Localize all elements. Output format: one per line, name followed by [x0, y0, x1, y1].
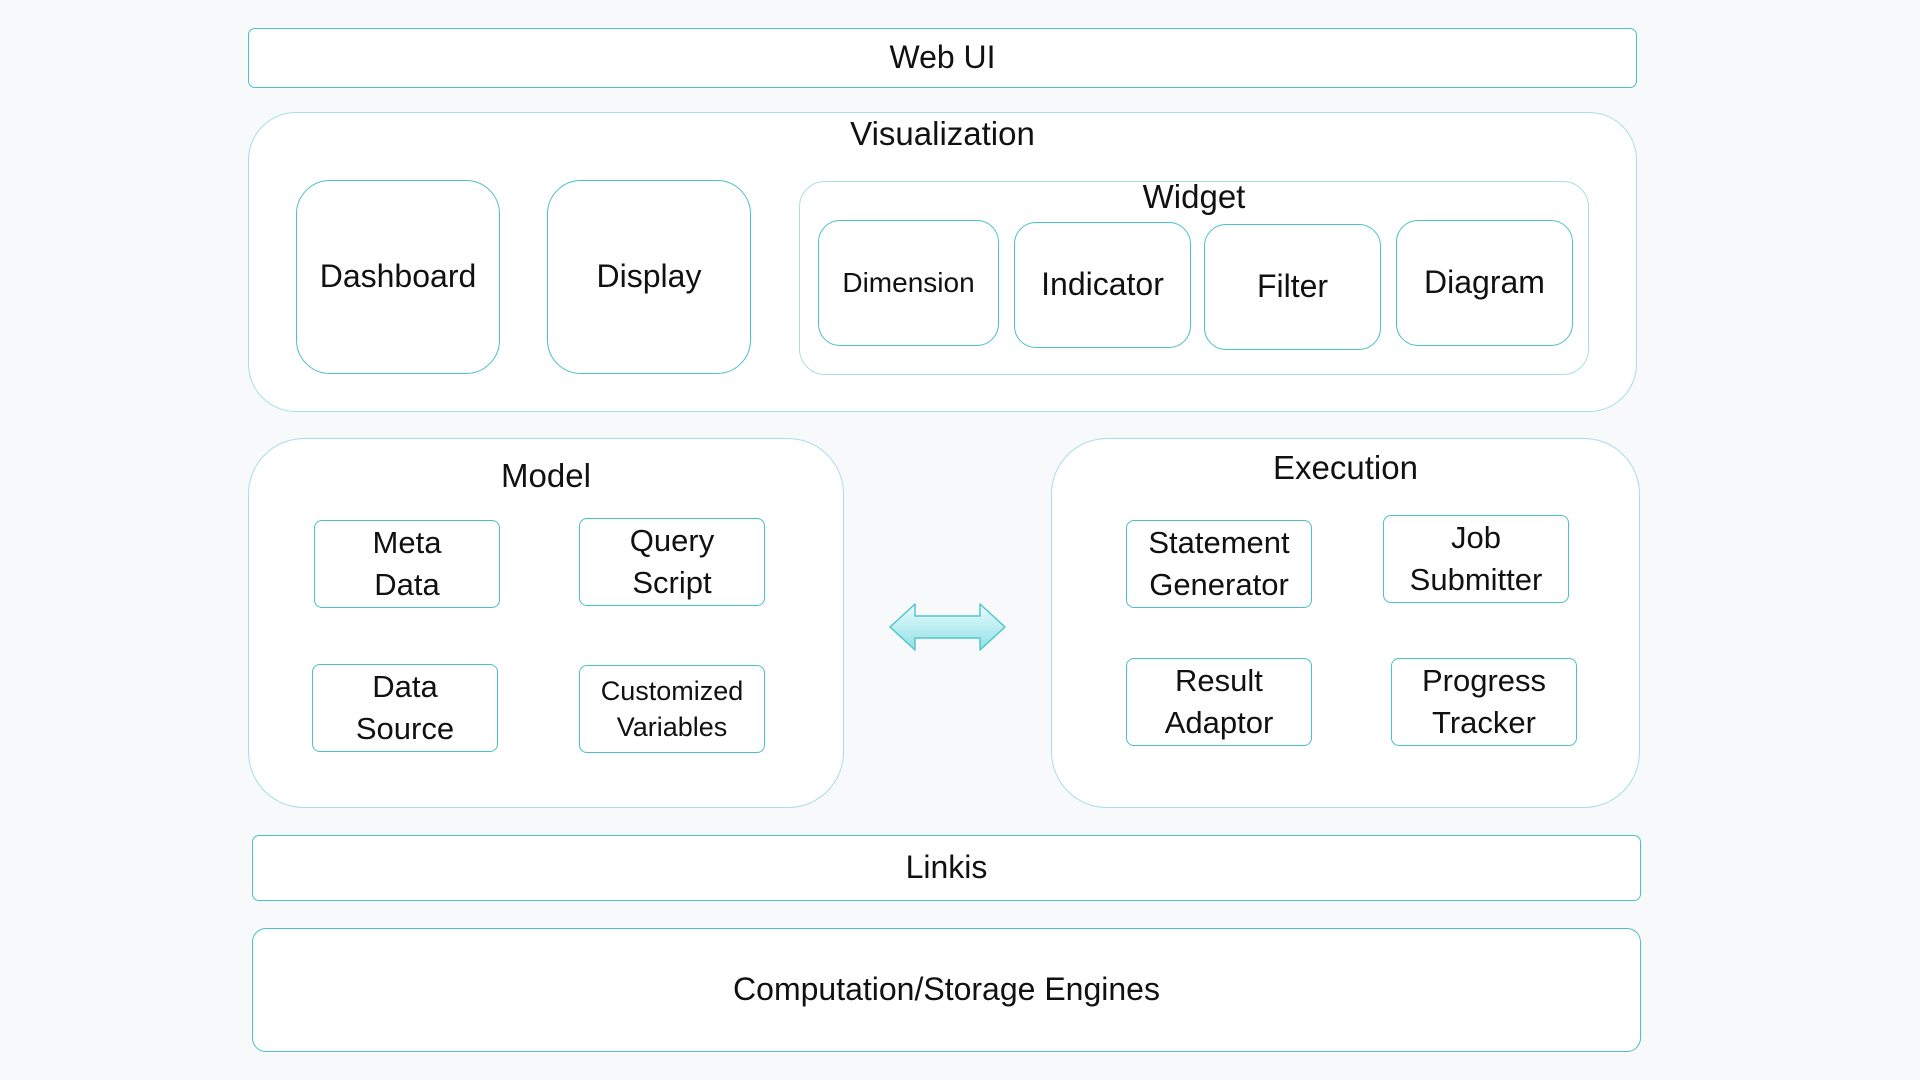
- display-label: Display: [596, 258, 702, 295]
- web-ui-label: Web UI: [889, 39, 996, 76]
- result-adaptor-component: Result Adaptor: [1126, 658, 1312, 746]
- linkis-label: Linkis: [905, 849, 988, 886]
- visualization-title: Visualization: [850, 115, 1035, 152]
- result-adaptor-label: Result Adaptor: [1164, 663, 1274, 740]
- filter-component: Filter: [1204, 224, 1381, 350]
- engines-layer: Computation/Storage Engines: [252, 928, 1641, 1052]
- widget-title: Widget: [1142, 178, 1246, 215]
- job-submitter-component: Job Submitter: [1383, 515, 1569, 603]
- engines-label: Computation/Storage Engines: [733, 971, 1160, 1008]
- dimension-label: Dimension: [842, 266, 975, 298]
- meta-data-label: Meta Data: [372, 525, 442, 602]
- data-source-component: Data Source: [312, 664, 498, 752]
- dashboard-component: Dashboard: [296, 180, 500, 374]
- execution-layer: Execution: [1051, 438, 1640, 808]
- display-component: Display: [547, 180, 751, 374]
- diagram-label: Diagram: [1424, 264, 1545, 301]
- indicator-component: Indicator: [1014, 222, 1191, 348]
- query-script-label: Query Script: [629, 523, 715, 600]
- execution-title: Execution: [1273, 449, 1418, 486]
- filter-label: Filter: [1256, 268, 1329, 305]
- progress-tracker-component: Progress Tracker: [1391, 658, 1577, 746]
- statement-generator-label: Statement Generator: [1148, 525, 1290, 602]
- progress-tracker-label: Progress Tracker: [1421, 663, 1547, 740]
- indicator-label: Indicator: [1041, 266, 1164, 303]
- customized-variables-component: Customized Variables: [579, 665, 765, 753]
- diagram-component: Diagram: [1396, 220, 1573, 346]
- job-submitter-label: Job Submitter: [1409, 520, 1543, 597]
- dashboard-label: Dashboard: [319, 258, 477, 295]
- query-script-component: Query Script: [579, 518, 765, 606]
- web-ui-layer: Web UI: [248, 28, 1637, 88]
- model-title: Model: [501, 457, 591, 494]
- bidirectional-arrow-icon: [889, 603, 1006, 651]
- statement-generator-component: Statement Generator: [1126, 520, 1312, 608]
- linkis-layer: Linkis: [252, 835, 1641, 901]
- meta-data-component: Meta Data: [314, 520, 500, 608]
- dimension-component: Dimension: [818, 220, 999, 346]
- customized-variables-label: Customized Variables: [600, 675, 744, 742]
- data-source-label: Data Source: [355, 669, 455, 746]
